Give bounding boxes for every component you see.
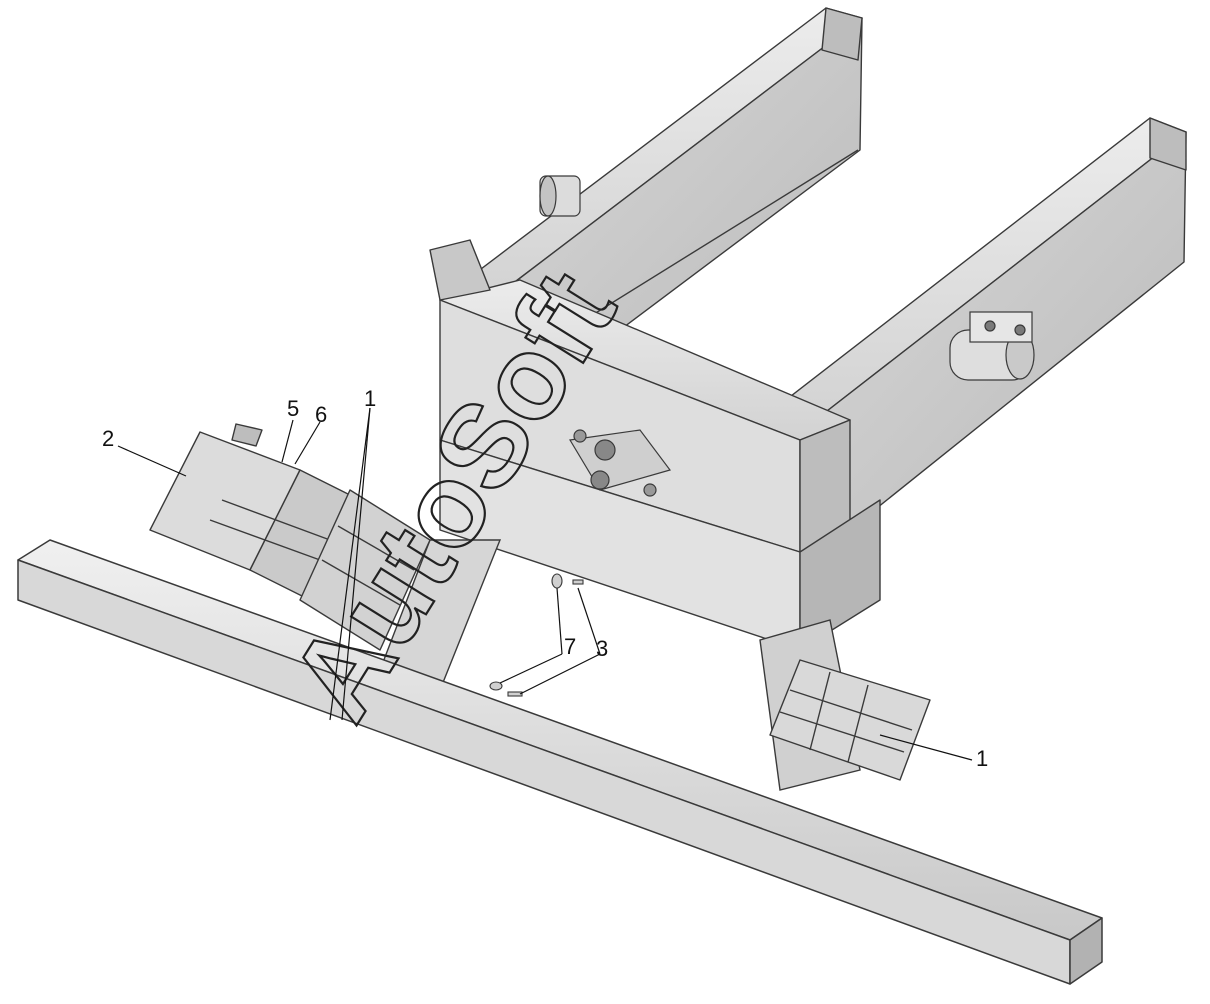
left-mounting-bracket — [149, 423, 361, 601]
leader-lines — [117, 407, 973, 761]
callout-7: 7 — [564, 634, 576, 659]
callout-5: 5 — [287, 396, 299, 421]
right-mounting-bracket — [769, 659, 931, 781]
lower-crossmember — [439, 439, 881, 651]
fasteners-3-7 — [489, 573, 584, 697]
callout-2: 2 — [102, 426, 114, 451]
callout-3: 3 — [596, 636, 608, 661]
callout-1-left: 1 — [364, 386, 376, 411]
coupling-plate — [569, 429, 672, 497]
callout-6: 6 — [315, 402, 327, 427]
centre-mounting-bracket — [299, 489, 431, 651]
rear-bumper-beam — [17, 539, 1103, 985]
side-bracket-cylinder — [949, 311, 1035, 381]
rear-pivot-pin — [539, 175, 581, 217]
upper-crossmember — [429, 239, 851, 553]
callout-1-right: 1 — [976, 746, 988, 771]
